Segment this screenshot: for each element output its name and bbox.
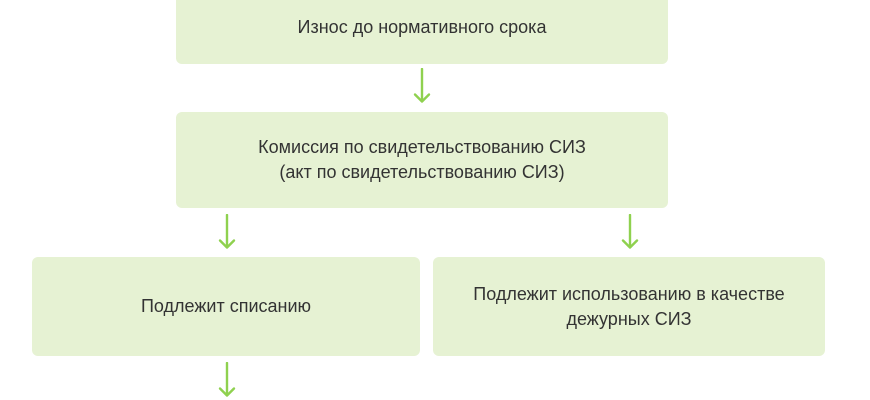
down-arrow-icon bbox=[619, 214, 641, 250]
node-write-off: Подлежит списанию bbox=[32, 257, 420, 356]
node-label: Износ до нормативного срока bbox=[297, 16, 547, 37]
node-duty-use: Подлежит использованию в качестве дежурн… bbox=[433, 257, 825, 356]
node-label: Комиссия по свидетельствованию СИЗ (акт … bbox=[258, 137, 586, 182]
down-arrow-icon bbox=[216, 214, 238, 250]
node-label: Подлежит списанию bbox=[140, 296, 311, 317]
down-arrow-icon bbox=[411, 68, 433, 104]
node-label: Подлежит использованию в качестве дежурн… bbox=[473, 283, 785, 329]
node-wear-before-term: Износ до нормативного срока bbox=[176, 0, 668, 64]
down-arrow-icon bbox=[216, 362, 238, 398]
node-commission: Комиссия по свидетельствованию СИЗ (акт … bbox=[176, 112, 668, 208]
